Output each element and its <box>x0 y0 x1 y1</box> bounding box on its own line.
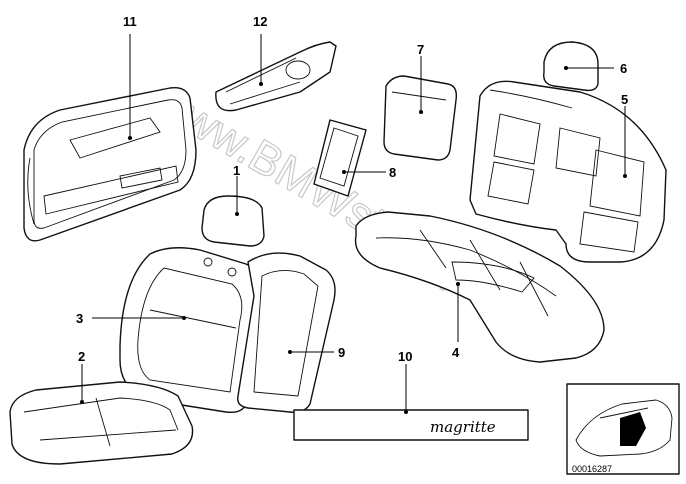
label-4: 4 <box>452 345 460 360</box>
label-2: 2 <box>78 349 85 364</box>
label-3: 3 <box>76 311 83 326</box>
part-5-rear-seat-backrest[interactable] <box>469 80 667 263</box>
part-7-cushion-pad[interactable] <box>383 75 458 161</box>
part-10-emblem-plate[interactable]: magritte <box>293 409 529 441</box>
emblem-script-text: magritte <box>430 418 496 436</box>
part-1-front-headrest[interactable] <box>201 195 265 247</box>
label-9: 9 <box>338 345 345 360</box>
part-8-flat-pad[interactable] <box>313 119 367 197</box>
label-7: 7 <box>417 42 424 57</box>
part-9-backrest-rear-panel[interactable] <box>237 252 336 414</box>
label-5: 5 <box>621 92 628 107</box>
part-11-door-trim-panel[interactable] <box>23 87 197 242</box>
diagram-code: 00016287 <box>572 464 612 474</box>
label-12: 12 <box>253 14 267 29</box>
part-2-front-seat-cushion[interactable] <box>9 381 194 465</box>
label-6: 6 <box>620 61 627 76</box>
highlighted-seat-icon <box>620 412 646 446</box>
label-1: 1 <box>233 163 240 178</box>
label-8: 8 <box>389 165 396 180</box>
label-10: 10 <box>398 349 412 364</box>
part-6-rear-headrest[interactable] <box>543 41 599 92</box>
car-location-inset: 00016287 <box>566 383 680 475</box>
part-4-rear-seat-cushion[interactable] <box>354 211 605 363</box>
label-11: 11 <box>123 14 137 29</box>
part-12-rear-door-trim[interactable] <box>215 41 337 112</box>
